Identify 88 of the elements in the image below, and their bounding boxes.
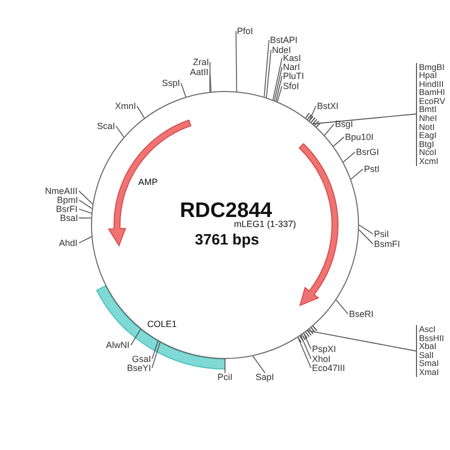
enzyme-label: XmnI <box>115 102 136 110</box>
enzyme-label: BpmI <box>57 196 78 204</box>
enzyme-label: BsrFI <box>56 204 78 214</box>
leader-line <box>298 336 312 368</box>
enzyme-label: EagI <box>419 131 438 140</box>
leader-line <box>324 124 334 136</box>
leader-line <box>336 299 348 314</box>
enzyme-label: HpaI <box>419 71 437 80</box>
leader-line <box>116 126 124 138</box>
leader-line <box>209 62 210 92</box>
enzyme-label: AatII <box>190 68 209 76</box>
enzyme-label: AlwNI <box>106 340 130 350</box>
enzyme-label: KasI <box>283 54 302 62</box>
enzyme-label: NdeI <box>272 46 292 54</box>
leader-line <box>274 66 282 101</box>
leader-line <box>136 106 145 118</box>
leader-line <box>78 200 92 210</box>
leader-line <box>78 236 92 244</box>
enzyme-label: BmtI <box>419 105 436 114</box>
enzyme-label: BseYI <box>127 364 152 372</box>
enzyme-label: PciI <box>218 373 233 382</box>
plasmid-name: RDC2844 <box>180 199 272 222</box>
leader-line <box>266 50 272 98</box>
enzyme-label: PsiI <box>374 230 390 238</box>
enzyme-label: NarI <box>283 62 300 72</box>
leader-line <box>308 106 316 122</box>
leader-line <box>332 136 344 147</box>
enzyme-label: NmeAIII <box>45 186 78 196</box>
leader-line <box>307 330 416 352</box>
enzyme-label: BssHII <box>419 334 444 342</box>
leader-line <box>78 208 92 214</box>
leader-line <box>152 340 158 360</box>
enzyme-label: NcoI <box>419 148 438 158</box>
enzyme-label: BsrGI <box>356 148 380 156</box>
enzyme-label: SmaI <box>419 359 440 368</box>
leader-line <box>210 72 212 92</box>
enzyme-label: ZraI <box>193 58 210 66</box>
enzyme-label: SspI <box>162 78 180 88</box>
enzyme-label: BmgBI <box>419 62 446 72</box>
leader-line <box>276 76 282 102</box>
leader-line <box>130 328 142 346</box>
leader-line <box>252 356 266 374</box>
enzyme-label: AhdI <box>59 238 78 248</box>
leader-line <box>312 114 416 124</box>
enzyme-label: EcoRV <box>419 96 446 106</box>
enzyme-label: NotI <box>419 122 436 132</box>
enzyme-label: PluTI <box>283 72 304 80</box>
enzyme-label: PfoI <box>237 26 254 36</box>
enzyme-label: BamHI <box>419 88 446 97</box>
enzyme-label: AscI <box>419 325 437 334</box>
leader-line <box>303 332 312 350</box>
leader-line <box>152 342 160 368</box>
enzyme-label: XbaI <box>419 342 436 351</box>
enzyme-label: SfoI <box>283 82 300 90</box>
leader-line <box>358 224 374 234</box>
plasmid-size: 3761 bps <box>194 232 260 248</box>
enzyme-label: NheI <box>419 114 438 123</box>
enzyme-label: BsmFI <box>374 240 400 248</box>
leader-line <box>300 334 312 360</box>
leader-line <box>78 190 94 204</box>
leader-line <box>342 152 356 163</box>
leader-line <box>272 58 282 100</box>
enzyme-label: XmaI <box>419 368 440 377</box>
leader-line <box>276 86 282 102</box>
enzyme-label: GsaI <box>132 354 152 364</box>
enzyme-label: BstAPI <box>270 36 298 44</box>
leader-line <box>180 82 186 98</box>
enzyme-label: XcmI <box>419 157 440 166</box>
enzyme-list-bracket <box>416 62 446 166</box>
leader-line <box>224 358 226 374</box>
enzyme-label: Eco47III <box>312 364 346 372</box>
feature-label: COLE1 <box>147 319 177 329</box>
leader-line <box>350 168 364 180</box>
enzyme-label: HindIII <box>419 80 445 88</box>
enzyme-label: BsaI <box>60 214 78 222</box>
enzyme-label: SalI <box>419 350 435 360</box>
enzyme-label: PstI <box>364 164 380 174</box>
enzyme-label: BtgI <box>419 140 434 148</box>
enzyme-label: SapI <box>256 373 274 382</box>
feature-label: AMP <box>138 177 158 187</box>
leader-line <box>358 229 374 244</box>
leader-line <box>236 30 238 92</box>
enzyme-label: Bpu10I <box>345 132 374 142</box>
feature-label: mLEG1 (1-337) <box>234 219 296 229</box>
enzyme-label: XhoI <box>312 354 331 364</box>
leader-line <box>264 40 270 98</box>
enzyme-label: BseRI <box>349 310 374 318</box>
enzyme-list-bracket <box>416 325 444 377</box>
